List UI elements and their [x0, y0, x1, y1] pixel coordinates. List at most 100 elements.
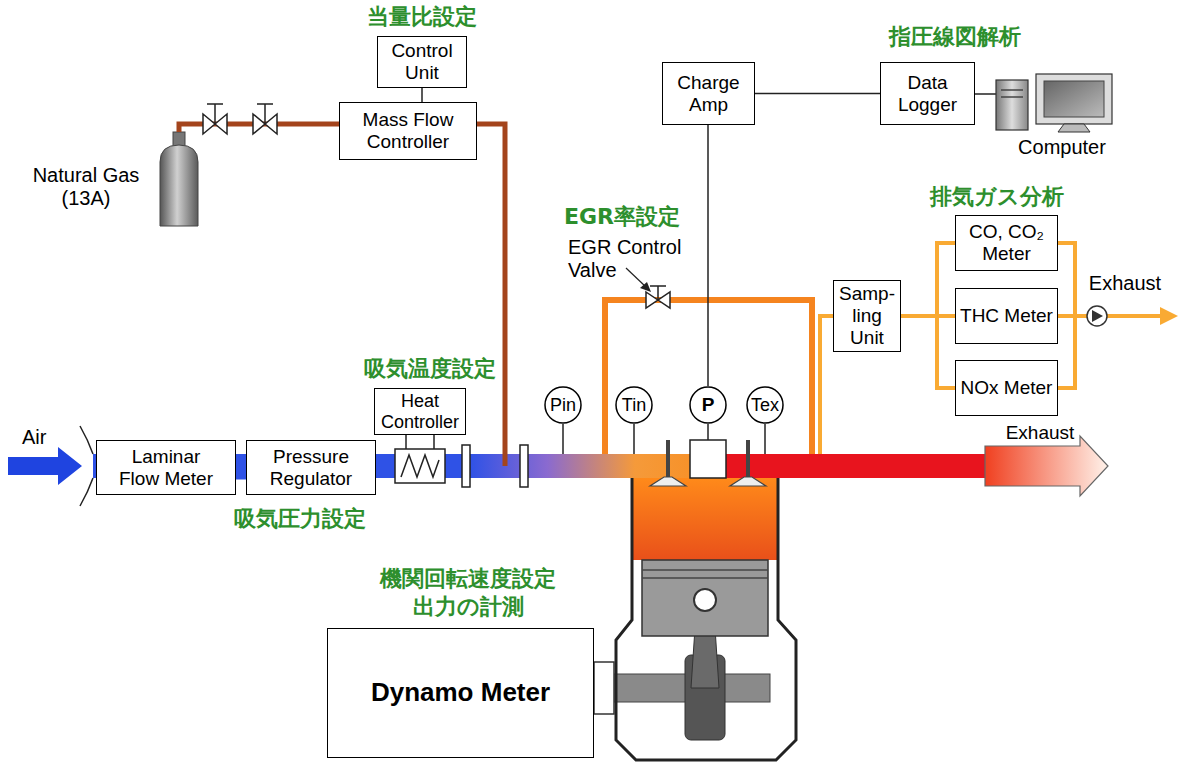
exhaust-pipe [726, 454, 988, 478]
box-text: Pressure Regulator [250, 446, 372, 490]
part-label: Natural Gas (13A) [16, 164, 156, 210]
meter-outlet [1058, 314, 1087, 318]
connector [421, 88, 423, 102]
connector [707, 125, 709, 386]
flow-label: Exhaust [1006, 422, 1075, 444]
amplifier-box: Charge Amp [662, 62, 755, 125]
gas-valve-handle [207, 104, 223, 124]
sampling-box: Samp-ling Unit [833, 280, 901, 352]
leader-line [626, 268, 646, 287]
circle-shape [690, 387, 726, 423]
sensor-lead [633, 424, 635, 454]
exhaust-outlet-arrowhead [1160, 307, 1178, 325]
monitor-stand [1058, 124, 1090, 132]
dynamometer-box: Dynamo Meter [327, 628, 594, 758]
sensor-circle: Tex [746, 386, 784, 424]
box-text: NOx Meter [961, 377, 1053, 399]
sensor-circle: P [689, 386, 727, 424]
analyzer-box: NOx Meter [955, 360, 1058, 416]
computer-monitor [1036, 74, 1112, 124]
computer-screen [1044, 81, 1104, 117]
exhaust-arrow [985, 436, 1108, 496]
sensor-circle: Pin [544, 386, 582, 424]
flow-label: Air [22, 426, 46, 449]
piston-ring [642, 569, 768, 571]
part-label: Computer [1018, 136, 1106, 159]
box-text: CO, CO₂ Meter [959, 221, 1054, 265]
heading-label: 吸気温度設定 [364, 356, 496, 381]
analyzer-box: THC Meter [955, 288, 1058, 344]
exhaust-outlet [1107, 314, 1162, 318]
sensor-lead [764, 424, 766, 454]
circle-shape [616, 387, 652, 423]
sensor-circle: Tin [615, 386, 653, 424]
sensor-lead [707, 424, 709, 440]
box-text: Laminar Flow Meter [114, 446, 218, 490]
computer-tower [996, 80, 1028, 130]
control-box: Control Unit [377, 36, 467, 88]
part-label: EGR Control Valve [568, 236, 708, 282]
connector [236, 456, 246, 480]
box-text: Tin [622, 395, 646, 416]
pump-symbol [1092, 310, 1103, 322]
circle-shape [545, 387, 581, 423]
piston [642, 560, 768, 636]
box-text: Samp-ling Unit [837, 283, 897, 349]
combustion-chamber [632, 478, 778, 560]
circle-shape [747, 387, 783, 423]
box-text: Data Logger [884, 72, 971, 116]
cylinder-head [690, 440, 726, 478]
egr-valve-handle [650, 286, 666, 300]
box-text: P [702, 394, 715, 416]
sampling-line [820, 316, 833, 454]
computer-drive [1001, 89, 1023, 91]
box-text: Mass Flow Controller [343, 109, 473, 153]
connector [901, 243, 955, 316]
heading-label: 機関回転速度設定 [380, 566, 556, 591]
computer-drive [1001, 96, 1023, 98]
computer-cable [975, 93, 996, 95]
heater-control-box: Heat Controller [374, 388, 466, 435]
box-text: Heat Controller [378, 391, 462, 432]
gas-cylinder-neck [173, 132, 185, 146]
flow-label: Exhaust [1089, 272, 1161, 295]
intake-valve-head [650, 477, 686, 486]
piston-ring [642, 577, 768, 579]
shaft-coupling [594, 662, 614, 714]
sampling-pump [1087, 306, 1107, 326]
engine-body [616, 478, 796, 760]
sensor-lead [562, 424, 564, 454]
connector [755, 93, 880, 95]
heading-label: 指圧線図解析 [889, 24, 1021, 49]
regulator-box: Pressure Regulator [246, 440, 376, 495]
exhaust-valve-head [730, 477, 766, 486]
gas-pipe [477, 124, 505, 466]
box-text: Charge Amp [666, 72, 751, 116]
pipe-flange [462, 445, 470, 487]
connector [901, 316, 955, 388]
flow-meter-box: Laminar Flow Meter [96, 440, 236, 495]
box-text: Dynamo Meter [371, 678, 550, 708]
heading-label: 排気ガス分析 [930, 184, 1064, 209]
air-arrow [8, 447, 82, 485]
heater-element [395, 449, 445, 483]
heading-label: EGR率設定 [564, 204, 680, 229]
analyzer-box: CO, CO₂ Meter [955, 215, 1058, 271]
box-text: Control Unit [381, 40, 463, 84]
box-text: THC Meter [960, 305, 1053, 327]
intake-valve-stem [666, 440, 670, 477]
heading-label: 吸気圧力設定 [234, 506, 366, 531]
box-text: Pin [550, 395, 576, 416]
gas-cylinder [160, 145, 198, 226]
leader-arrowhead [640, 282, 651, 292]
pipe-flange [520, 445, 528, 487]
heading-label: 出力の計測 [413, 594, 524, 619]
heading-label: 当量比設定 [367, 4, 477, 29]
gas-valve-handle [257, 104, 273, 124]
controller-box: Mass Flow Controller [339, 102, 477, 160]
piston-pin [694, 589, 716, 611]
heater-coil [401, 455, 439, 477]
logger-box: Data Logger [880, 62, 975, 125]
